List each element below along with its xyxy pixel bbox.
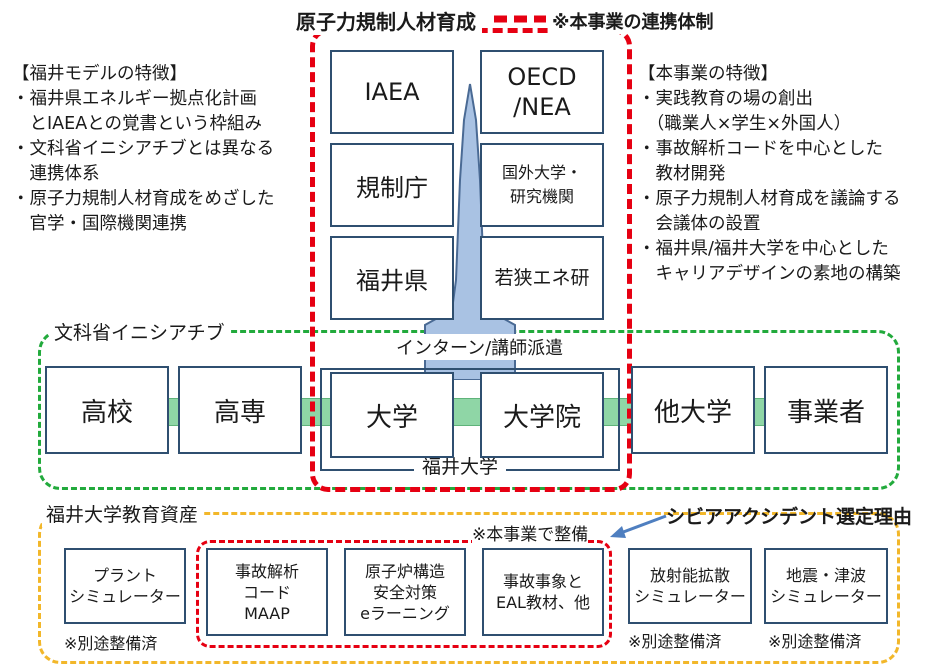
project-features-line: ・福井県/福井大学を中心とした — [638, 239, 889, 259]
technical-college-box: 高専 — [178, 366, 302, 454]
regulator-box: 規制庁 — [330, 143, 454, 227]
project-features-line: 教材開発 — [638, 164, 726, 184]
earthquake-tsunami-simulator-box: 地震・津波 シミュレーター — [764, 548, 888, 624]
iaea-box: IAEA — [330, 50, 454, 134]
plant-simulator-box: プラント シミュレーター — [64, 548, 186, 624]
operators-box: 事業者 — [764, 366, 888, 454]
fukui-model-line: ・福井県エネルギー拠点化計画 — [12, 89, 257, 109]
resources-region — [38, 512, 900, 664]
project-features-line: キャリアデザインの素地の構築 — [638, 264, 901, 284]
graduate-school-box: 大学院 — [480, 372, 604, 458]
fukui-model-line: 連携体系 — [12, 164, 100, 184]
radioactivity-simulator-box: 放射能拡散 シミュレーター — [628, 548, 752, 624]
arrow-left-icon — [610, 514, 667, 538]
accident-analysis-code-box: 事故解析 コード MAAP — [206, 548, 328, 636]
fukui-model-line: ・原子力規制人材育成をめざした — [12, 189, 275, 209]
separate-note: ※別途整備済 — [628, 628, 722, 652]
fukui-model-line: とIAEAとの覚書という枠組み — [12, 114, 262, 134]
eal-materials-box: 事故事象と EAL教材、他 — [482, 548, 604, 636]
high-school-box: 高校 — [45, 366, 169, 454]
project-features-heading: 【本事業の特徴】 — [638, 64, 778, 84]
project-features-line: ・実践教育の場の創出 — [638, 89, 813, 109]
reactor-elearning-box: 原子炉構造 安全対策 eラーニング — [344, 548, 466, 636]
project-features-line: 会議体の設置 — [638, 214, 761, 234]
project-features-line: ・事故解析コードを中心とした — [638, 139, 883, 159]
separate-note: ※別途整備済 — [768, 628, 862, 652]
fukui-model-heading: 【福井モデルの特徴】 — [12, 64, 187, 84]
fukui-model-features: 【福井モデルの特徴】 ・福井県エネルギー拠点化計画 とIAEAとの覚書という枠組… — [12, 62, 275, 237]
header-title: 原子力規制人材育成 — [290, 6, 482, 35]
separate-note: ※別途整備済 — [64, 630, 158, 654]
resources-label: 福井大学教育資産 — [42, 500, 203, 527]
fukui-university-label: 福井大学 — [414, 452, 507, 479]
overseas-institutions-box: 国外大学・ 研究機関 — [480, 143, 604, 227]
wakasa-energy-box: 若狭エネ研 — [480, 236, 604, 320]
dispatch-label: インターン/講師派遣 — [392, 334, 568, 360]
fukui-prefecture-box: 福井県 — [330, 236, 454, 320]
red-dash-legend-icon — [494, 15, 546, 23]
project-resources-frame — [196, 540, 612, 648]
fukui-model-line: ・文科省イニシアチブとは異なる — [12, 139, 275, 159]
header-note: ※本事業の連携体制 — [552, 8, 714, 34]
fukui-model-line: 官学・国際機関連携 — [12, 214, 187, 234]
university-box: 大学 — [330, 372, 454, 458]
selection-reason: シビアアクシデント選定理由 — [666, 506, 913, 528]
other-universities-box: 他大学 — [631, 366, 755, 454]
project-features-line: （職業人×学生×外国人） — [638, 114, 852, 134]
initiative-label: 文科省イニシアチブ — [50, 318, 229, 345]
project-features-line: ・原子力規制人材育成を議論する — [638, 189, 901, 209]
oecd-nea-box: OECD /NEA — [480, 50, 604, 134]
project-features: 【本事業の特徴】 ・実践教育の場の創出 （職業人×学生×外国人） ・事故解析コー… — [638, 62, 901, 287]
project-note: ※本事業で整備 — [472, 520, 589, 545]
